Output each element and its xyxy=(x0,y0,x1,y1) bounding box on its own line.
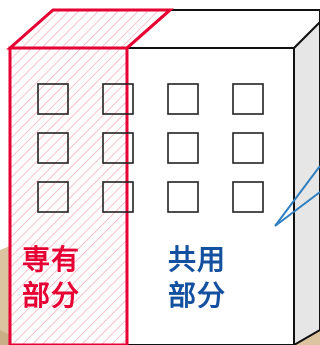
callout-line xyxy=(274,191,320,227)
window xyxy=(102,132,134,164)
private-section-label: 専有 部分 xyxy=(22,242,80,314)
private-section-edge xyxy=(126,8,171,50)
window xyxy=(232,181,264,213)
window xyxy=(167,132,199,164)
window xyxy=(37,132,69,164)
common-label-line1: 共用 xyxy=(168,243,227,276)
window xyxy=(167,83,199,115)
window xyxy=(232,83,264,115)
callout-line xyxy=(274,165,320,227)
window xyxy=(37,83,69,115)
common-label-line2: 部分 xyxy=(168,279,227,312)
window xyxy=(232,132,264,164)
window xyxy=(37,181,69,213)
window xyxy=(102,181,134,213)
window xyxy=(167,181,199,213)
common-section-label: 共用 部分 xyxy=(168,242,226,314)
window xyxy=(102,83,134,115)
private-label-line2: 部分 xyxy=(22,279,81,312)
private-label-line1: 専有 xyxy=(22,243,81,276)
